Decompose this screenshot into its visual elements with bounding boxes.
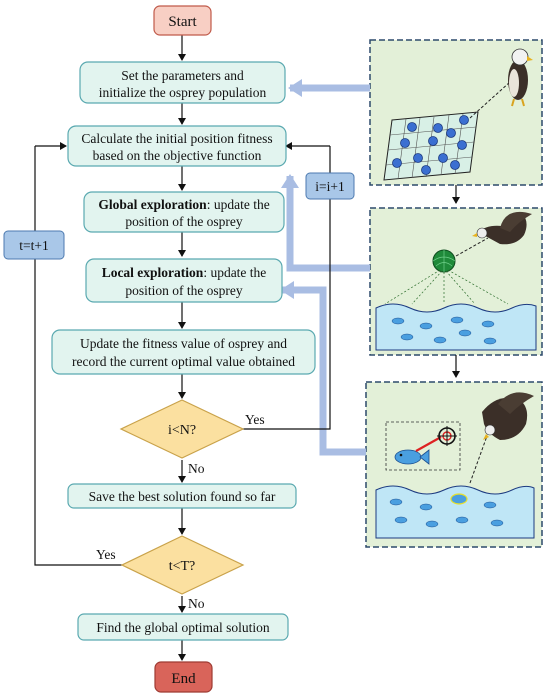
osprey-diving-icon (482, 392, 534, 440)
save-best-box (67, 483, 297, 509)
yes-label-outer: Yes (96, 547, 116, 562)
global-exploration-line-1: Global exploration: update the (98, 197, 269, 212)
set-parameters-box (79, 61, 286, 104)
end-label: End (171, 671, 196, 687)
osprey-flying-icon (472, 211, 532, 245)
global-exploration-box (83, 191, 285, 233)
fish-school-2 (389, 498, 504, 528)
local-exploration-title: Local exploration (102, 265, 204, 280)
inc-i-label: i=i+1 (315, 179, 344, 194)
decision-inner (119, 399, 245, 459)
decision-outer (120, 535, 245, 595)
inc-t-label: t=t+1 (19, 238, 48, 253)
link-bands (280, 79, 370, 456)
end-terminal (154, 661, 213, 693)
water-area (375, 303, 537, 351)
zoom-box (385, 421, 461, 471)
calc-fitness-line-2: based on the objective function (93, 148, 262, 163)
start-label: Start (168, 14, 197, 30)
update-fitness-box (51, 329, 316, 375)
selected-fish (450, 493, 468, 505)
start-terminal (153, 5, 212, 36)
water-area-2 (375, 485, 535, 539)
yes-label-inner: Yes (245, 412, 265, 427)
local-exploration-line-2: position of the osprey (125, 283, 243, 298)
no-label-outer: No (188, 596, 205, 611)
global-exploration-suffix: : update the (207, 197, 270, 212)
decision-inner-label: i<N? (168, 423, 196, 438)
osprey-perched-icon (508, 48, 533, 107)
no-label-inner: No (188, 461, 205, 476)
global-exploration-title: Global exploration (98, 197, 207, 212)
panel-local-exploration (365, 381, 543, 548)
local-exploration-line-1: Local exploration: update the (102, 265, 267, 280)
update-fitness-line-1: Update the fitness value of osprey and (80, 336, 287, 351)
calc-fitness-line-1: Calculate the initial position fitness (81, 131, 272, 146)
find-global-box (77, 613, 289, 641)
update-fitness-line-2: record the current optimal value obtaine… (72, 354, 295, 369)
panel-global-exploration (369, 207, 543, 356)
inc-t-box (3, 230, 65, 260)
decision-outer-label: t<T? (169, 559, 196, 574)
global-exploration-line-2: position of the osprey (125, 214, 243, 229)
find-global-label: Find the global optimal solution (96, 620, 269, 635)
set-parameters-line-1: Set the parameters and (121, 68, 244, 83)
target-icon (437, 426, 457, 446)
caught-fish-icon (394, 449, 430, 465)
fish-school (391, 316, 497, 345)
panel-population (369, 39, 543, 186)
local-exploration-box (85, 258, 283, 303)
local-exploration-suffix: : update the (203, 265, 266, 280)
population-points (392, 115, 469, 175)
inc-i-box (305, 172, 355, 200)
save-best-label: Save the best solution found so far (89, 489, 276, 504)
calc-fitness-box (67, 125, 287, 167)
flow-arrows (34, 35, 331, 661)
set-parameters-line-2: initialize the osprey population (99, 85, 267, 100)
